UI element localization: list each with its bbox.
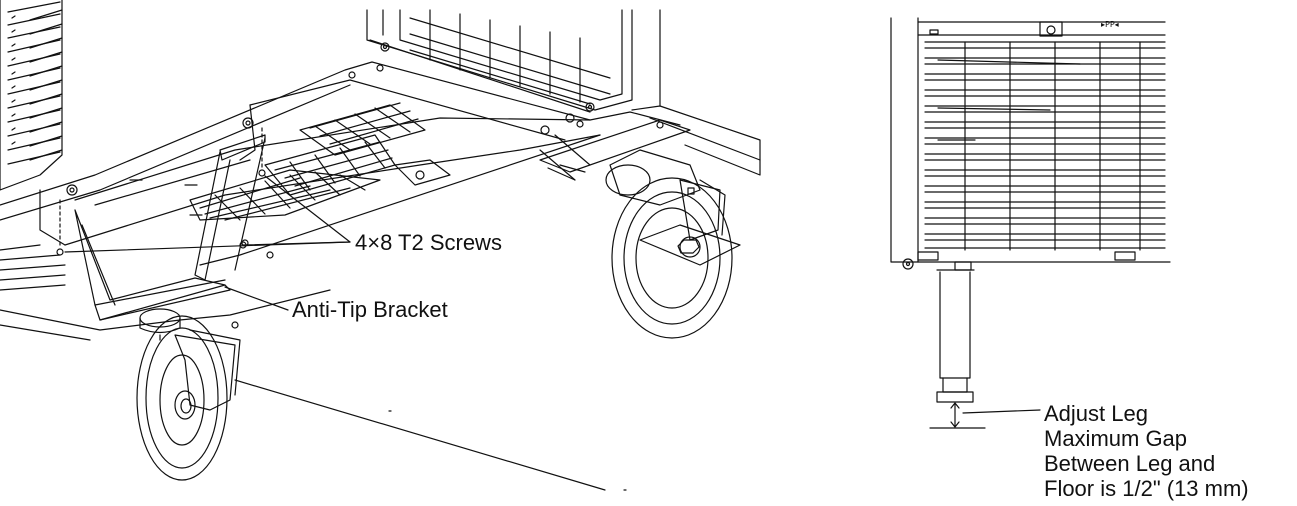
leg-callout-line-3: Between Leg and [1044,451,1216,476]
floor-line [234,379,627,491]
right-caster-assembly [539,105,761,339]
leg-callout-line-1: Adjust Leg [1044,401,1148,426]
anti-tip-bracket [74,134,266,321]
screws-callout-label: 4×8 T2 Screws [355,230,502,255]
screws [56,169,266,256]
screw-guides [59,127,263,249]
bracket-leader-line [224,286,289,311]
rear-cabinet [366,9,661,113]
side-vents [0,0,63,191]
screws-leader-lines [64,175,351,253]
left-unit-illustration [0,0,761,491]
underside-tray [0,61,681,341]
panel-marking: ▸PP◂ [1101,20,1119,29]
bracket-callout-label: Anti-Tip Bracket [292,297,448,322]
tray-vent-grid [189,102,426,221]
right-unit-illustration [890,17,1171,429]
leg-callout-line-2: Maximum Gap [1044,426,1188,451]
leg-callout-label: Adjust Leg Maximum Gap Between Leg and F… [1044,401,1249,501]
left-caster-assembly [136,308,241,481]
leg-callout-line-4: Floor is 1/2" (13 mm) [1044,476,1249,501]
